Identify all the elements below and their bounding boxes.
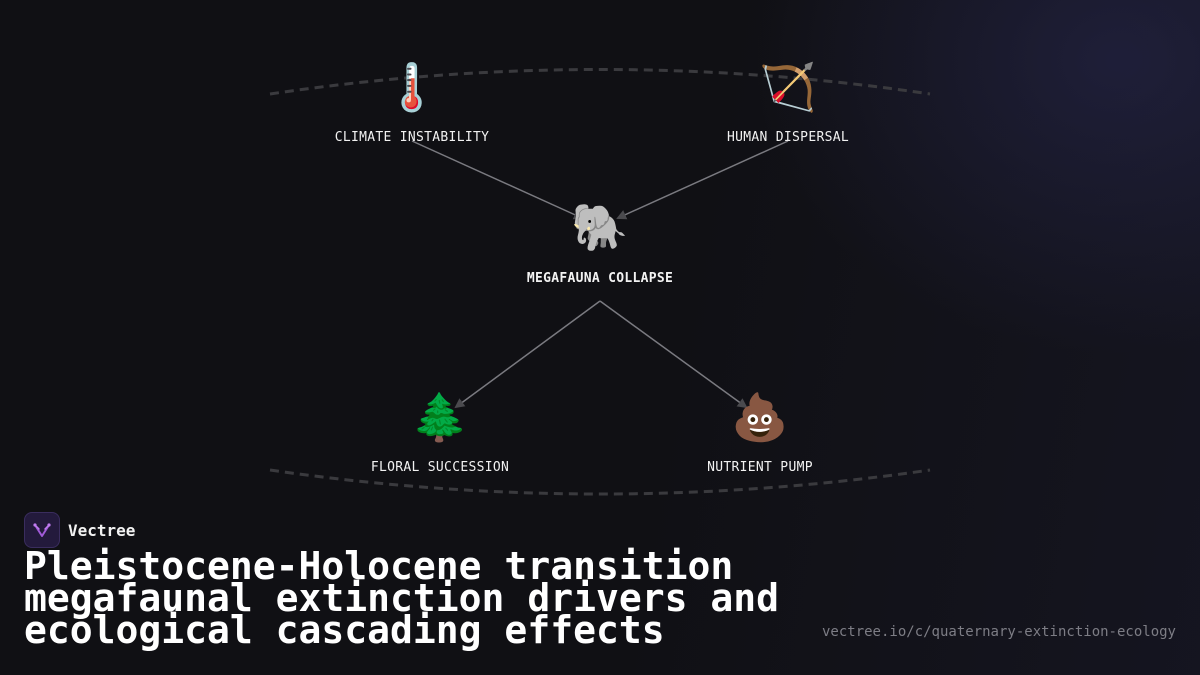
bow-and-arrow-icon: 🏹 xyxy=(759,60,817,114)
node-label-climate-instability: CLIMATE INSTABILITY xyxy=(334,130,490,145)
edge-climate-to-megafauna xyxy=(411,140,584,220)
node-label-nutrient-pump: NUTRIENT PUMP xyxy=(707,460,813,475)
brand-name: Vectree xyxy=(68,520,136,540)
poop-icon: 💩 xyxy=(731,390,789,444)
evergreen-tree-icon: 🌲 xyxy=(411,390,469,444)
vectree-logo-icon xyxy=(24,512,60,548)
thermometer-icon: 🌡️ xyxy=(383,60,441,114)
node-label-human-dispersal: HUMAN DISPERSAL xyxy=(727,130,849,145)
node-label-floral-succession: FLORAL SUCCESSION xyxy=(370,460,510,475)
brand: Vectree xyxy=(24,512,135,548)
source-url: vectree.io/c/quaternary-extinction-ecolo… xyxy=(821,624,1176,640)
bottom-dashed-arc xyxy=(269,468,931,496)
elephant-icon: 🐘 xyxy=(571,200,629,254)
page-title: Pleistocene-Holocene transition megafaun… xyxy=(24,544,779,652)
edge-megafauna-to-floral xyxy=(454,300,601,409)
top-dashed-arc xyxy=(269,68,931,96)
edge-megafauna-to-nutrient xyxy=(599,300,748,409)
node-label-megafauna-collapse: MEGAFAUNA COLLAPSE xyxy=(526,271,674,286)
edge-human-to-megafauna xyxy=(616,140,789,220)
